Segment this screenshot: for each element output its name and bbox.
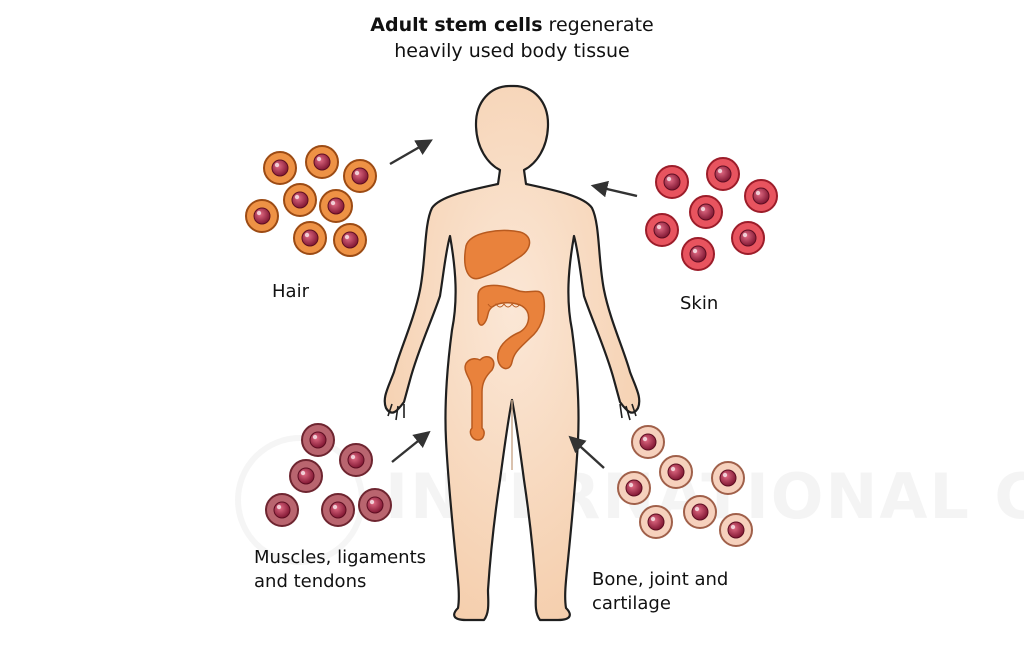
stem-cell-icon xyxy=(265,493,299,527)
stem-cell-icon xyxy=(333,223,367,257)
stem-cell-icon xyxy=(639,505,673,539)
title-rest: regenerate xyxy=(548,14,654,36)
stem-cell-icon xyxy=(263,151,297,185)
stem-cell-icon xyxy=(339,443,373,477)
arrow-icon xyxy=(389,139,433,166)
stem-cell-icon xyxy=(283,183,317,217)
label-muscles: Muscles, ligaments and tendons xyxy=(254,546,426,594)
stem-cell-icon xyxy=(301,423,335,457)
arrow-icon xyxy=(391,430,431,463)
stem-cell-icon xyxy=(343,159,377,193)
arrow-icon xyxy=(590,180,638,198)
bone-cell-group xyxy=(617,425,753,547)
stem-cell-icon xyxy=(319,189,353,223)
muscle-cell-group xyxy=(265,423,392,527)
label-hair: Hair xyxy=(272,281,309,302)
stem-cell-icon xyxy=(731,221,765,255)
arrow-icon xyxy=(568,435,605,469)
stem-cell-icon xyxy=(358,488,392,522)
stem-cell-icon xyxy=(655,165,689,199)
label-bone-line2: cartilage xyxy=(592,593,671,614)
stem-cell-icon xyxy=(645,213,679,247)
diagram-subtitle: heavily used body tissue xyxy=(394,40,630,62)
stem-cell-icon xyxy=(305,145,339,179)
liver-icon xyxy=(464,229,531,280)
hair-cell-group xyxy=(245,145,377,257)
stem-cell-icon xyxy=(683,495,717,529)
stem-cell-icon xyxy=(245,199,279,233)
label-skin: Skin xyxy=(680,293,719,314)
label-bone: Bone, joint and cartilage xyxy=(592,568,728,616)
label-bone-line1: Bone, joint and xyxy=(592,569,729,590)
stem-cell-icon xyxy=(631,425,665,459)
stem-cell-icon xyxy=(689,195,723,229)
label-muscles-line2: and tendons xyxy=(254,571,367,592)
intestine-icon xyxy=(477,284,546,370)
stem-cell-icon xyxy=(681,237,715,271)
stem-cell-icon xyxy=(321,493,355,527)
stem-cell-icon xyxy=(719,513,753,547)
stem-cell-icon xyxy=(744,179,778,213)
stem-cell-icon xyxy=(293,221,327,255)
stem-cell-icon xyxy=(711,461,745,495)
stem-cell-icon xyxy=(659,455,693,489)
stem-cell-icon xyxy=(289,459,323,493)
femur-icon xyxy=(464,356,495,441)
skin-cell-group xyxy=(645,157,778,271)
stem-cell-icon xyxy=(617,471,651,505)
diagram-title: Adult stem cells regenerate xyxy=(0,12,1024,38)
stem-cell-icon xyxy=(706,157,740,191)
title-bold: Adult stem cells xyxy=(370,14,543,36)
label-muscles-line1: Muscles, ligaments xyxy=(254,547,427,568)
